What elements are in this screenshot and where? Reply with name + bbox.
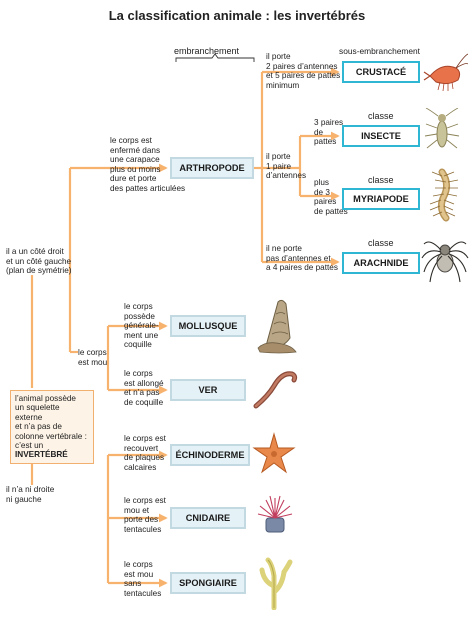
header-classe-myriapode: classe bbox=[368, 175, 394, 185]
header-sous-embranchement: sous-embranchement bbox=[339, 46, 420, 56]
header-classe-arachnide: classe bbox=[368, 238, 394, 248]
worm-icon bbox=[253, 371, 298, 409]
sponge-icon bbox=[259, 557, 293, 610]
box-insecte: INSECTE bbox=[342, 125, 420, 147]
shrimp-icon bbox=[423, 53, 468, 92]
insect-icon bbox=[424, 108, 460, 149]
root-keyword: INVERTÉBRÉ bbox=[15, 450, 68, 460]
centipede-icon bbox=[429, 168, 459, 222]
header-classe-insecte: classe bbox=[368, 111, 394, 121]
snail-icon bbox=[257, 299, 297, 354]
box-mollusque: MOLLUSQUE bbox=[170, 315, 246, 337]
box-myriapode: MYRIAPODE bbox=[342, 188, 420, 210]
box-echinoderme: ÉCHINODERME bbox=[170, 444, 250, 466]
root-invertebre-box: l’animal possède un squelette externe et… bbox=[10, 390, 94, 464]
box-arthropode: ARTHROPODE bbox=[170, 157, 254, 179]
page-title: La classification animale : les invertéb… bbox=[108, 8, 366, 23]
box-crustace: CRUSTACÉ bbox=[342, 61, 420, 83]
box-arachnide: ARACHNIDE bbox=[342, 252, 420, 274]
starfish-icon bbox=[252, 432, 296, 474]
anemone-icon bbox=[257, 495, 293, 533]
box-ver: VER bbox=[170, 379, 246, 401]
header-embranchement: embranchement bbox=[174, 46, 240, 56]
box-spongiaire: SPONGIAIRE bbox=[170, 572, 246, 594]
box-cnidaire: CNIDAIRE bbox=[170, 507, 246, 529]
spider-icon bbox=[421, 241, 469, 283]
